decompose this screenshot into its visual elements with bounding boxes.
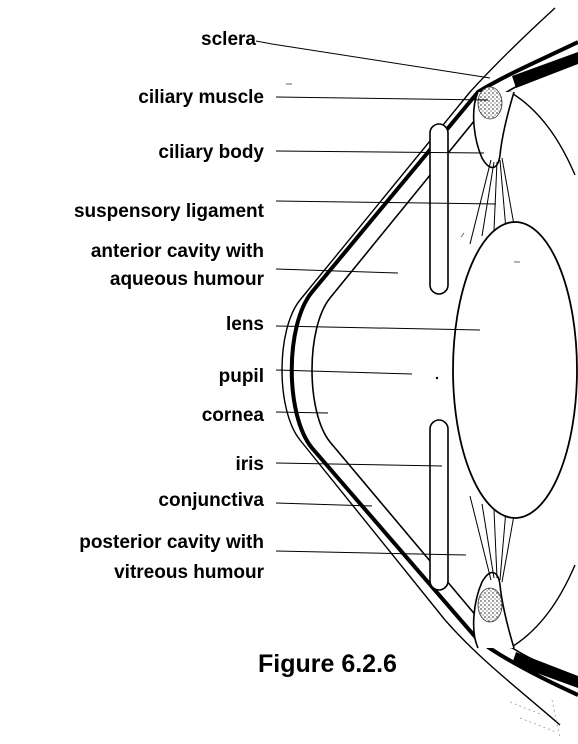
- label-posterior-cavity-line2: vitreous humour: [114, 562, 265, 583]
- label-cornea: cornea: [202, 405, 265, 426]
- leader-sclera: [256, 41, 490, 78]
- leader-pupil: [276, 370, 412, 374]
- ciliary-muscle-top: [478, 87, 502, 119]
- label-ciliary-body: ciliary body: [158, 142, 264, 163]
- pupil-mark: [436, 377, 438, 379]
- leader-cornea: [276, 412, 328, 413]
- label-ciliary-muscle: ciliary muscle: [138, 87, 264, 108]
- iris-bottom: [430, 420, 448, 590]
- speck: [461, 233, 464, 237]
- leader-iris: [276, 463, 442, 466]
- label-anterior-cavity-line2: aqueous humour: [110, 269, 265, 290]
- label-sclera: sclera: [201, 29, 256, 50]
- iris-top: [430, 124, 448, 294]
- label-conjunctiva: conjunctiva: [158, 490, 264, 511]
- label-lens: lens: [226, 314, 264, 335]
- label-suspensory-ligament: suspensory ligament: [74, 201, 265, 222]
- label-iris: iris: [235, 454, 264, 475]
- label-anterior-cavity-line1: anterior cavity with: [91, 241, 264, 262]
- leader-anterior-cavity: [276, 269, 398, 273]
- figure-caption: Figure 6.2.6: [258, 650, 397, 678]
- ciliary-muscle-bottom: [478, 588, 502, 622]
- retina-bottom: [510, 565, 575, 648]
- retina-top: [510, 92, 575, 175]
- leader-ciliary-body: [276, 151, 484, 153]
- choroid-bottom: [512, 652, 578, 688]
- leader-lens: [276, 326, 480, 330]
- lens-shape: [453, 222, 577, 518]
- leader-ciliary-muscle: [276, 97, 488, 100]
- label-posterior-cavity-line1: posterior cavity with: [79, 532, 264, 553]
- label-pupil: pupil: [219, 366, 264, 387]
